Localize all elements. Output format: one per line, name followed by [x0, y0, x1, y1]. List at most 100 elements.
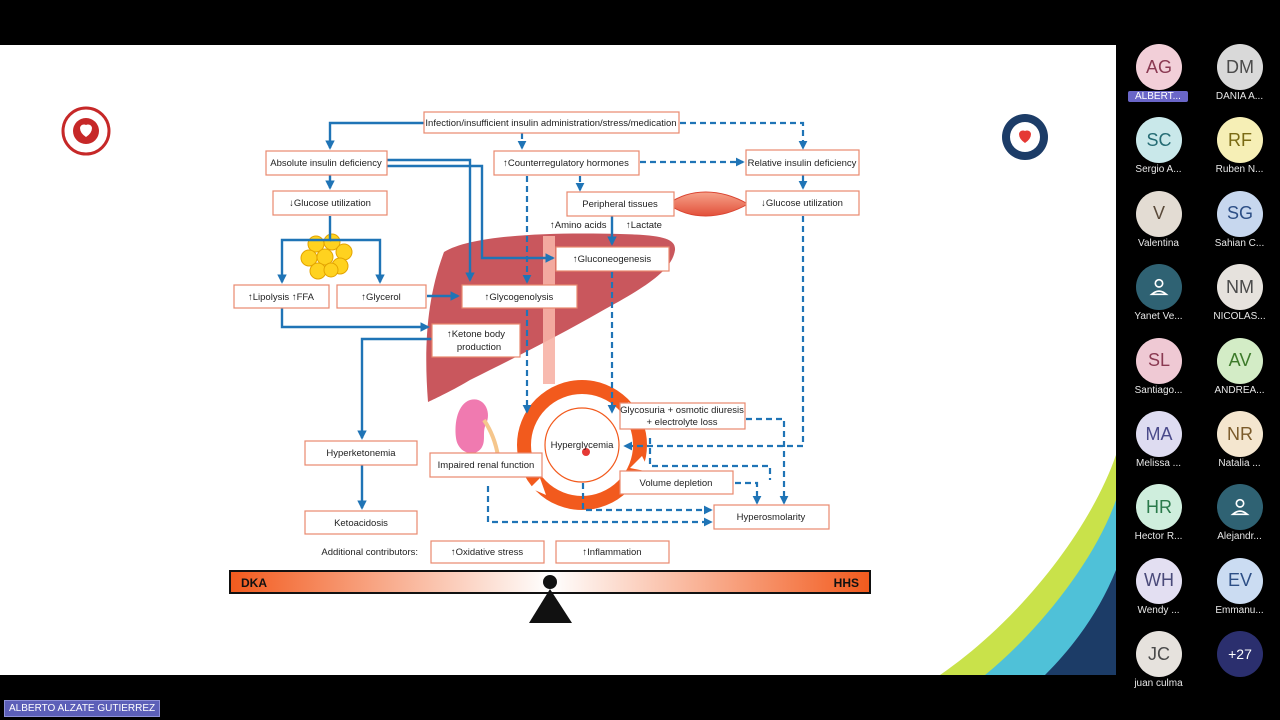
participant-avatar: HR: [1136, 484, 1182, 531]
solid-arrows: [277, 121, 617, 510]
node-oxidative-stress: ↑Oxidative stress: [430, 540, 545, 564]
participant-name: ANDREA...: [1214, 384, 1265, 396]
svg-text:Hyperketonemia: Hyperketonemia: [326, 448, 396, 459]
svg-text:↑Glycerol: ↑Glycerol: [361, 292, 401, 303]
node-ketone-body-production: ↑Ketone body production: [431, 323, 521, 358]
participant-avatar: DM: [1217, 44, 1263, 90]
participant-name: juan culma: [1134, 678, 1183, 690]
node-glycerol: ↑Glycerol: [336, 284, 427, 309]
node-glycogenolysis: ↑Glycogenolysis: [461, 284, 578, 309]
node-peripheral-tissues: Peripheral tissues: [566, 191, 675, 217]
presenter-name-tag: ALBERTO ALZATE GUTIERREZ: [4, 700, 161, 717]
svg-text:Relative insulin deficiency: Relative insulin deficiency: [748, 158, 857, 169]
participant-name: Santiago...: [1134, 384, 1183, 396]
more-participants-count: +27: [1217, 631, 1263, 678]
shared-slide: Infection/insufficient insulin administr…: [0, 45, 1116, 675]
svg-text:↑Oxidative stress: ↑Oxidative stress: [451, 547, 524, 558]
svg-text:↓Glucose utilization: ↓Glucose utilization: [289, 198, 371, 209]
node-gluconeogenesis: ↑Gluconeogenesis: [555, 246, 670, 272]
person-icon: [1136, 264, 1182, 311]
svg-text:production: production: [457, 342, 501, 353]
svg-text:↑Glycogenolysis: ↑Glycogenolysis: [485, 292, 554, 303]
svg-text:↓Glucose utilization: ↓Glucose utilization: [761, 198, 843, 209]
node-volume-depletion: Volume depletion: [619, 470, 734, 495]
node-trigger: Infection/insufficient insulin administr…: [423, 111, 680, 134]
fulcrum-icon: [529, 589, 572, 623]
participant-name: Melissa ...: [1135, 458, 1181, 469]
participant-avatar: EV: [1217, 557, 1263, 604]
participant-name: Natalia ...: [1218, 458, 1261, 469]
more-participants-button[interactable]: +27: [1199, 627, 1280, 700]
participant-avatar: MA: [1136, 411, 1182, 457]
label-hyperglycemia: Hyperglycemia: [551, 440, 615, 451]
dashed-arrows: [486, 121, 808, 527]
node-glucose-utilization-right: ↓Glucose utilization: [745, 190, 860, 216]
node-lipolysis: ↑Lipolysis ↑FFA: [233, 284, 330, 309]
label-lactate: ↑Lactate: [626, 220, 662, 231]
svg-text:Peripheral tissues: Peripheral tissues: [582, 199, 658, 210]
pathophysiology-diagram: Infection/insufficient insulin administr…: [61, 106, 1116, 675]
participant-name: NICOLAS...: [1213, 311, 1266, 323]
participant-avatar: SG: [1217, 190, 1263, 237]
participant-name: Yanet Ve...: [1134, 311, 1183, 323]
svg-text:↑Lipolysis ↑FFA: ↑Lipolysis ↑FFA: [248, 292, 315, 303]
node-hyperketonemia: Hyperketonemia: [304, 440, 418, 466]
svg-text:Impaired renal function: Impaired renal function: [438, 460, 535, 471]
node-hyperosmolarity: Hyperosmolarity: [713, 504, 830, 530]
participant-avatar: JC: [1136, 631, 1182, 678]
svg-text:↑Gluconeogenesis: ↑Gluconeogenesis: [573, 254, 651, 265]
svg-text:Glycosuria + osmotic diuresis: Glycosuria + osmotic diuresis: [620, 405, 744, 416]
adipose-illustration: [300, 233, 353, 280]
participant-name: Wendy ...: [1137, 604, 1180, 616]
kidney-illustration: [455, 399, 500, 457]
participant-avatar: SL: [1136, 337, 1182, 384]
participant-tile[interactable]: Yanet Ve...: [1118, 260, 1199, 333]
participant-name: Hector R...: [1134, 531, 1183, 543]
participant-name: Sergio A...: [1135, 164, 1182, 176]
participant-name: Valentina: [1138, 237, 1179, 249]
svg-text:Hyperosmolarity: Hyperosmolarity: [737, 512, 806, 523]
dka-hhs-spectrum: DKA HHS: [229, 570, 871, 623]
node-impaired-renal-function: Impaired renal function: [429, 452, 543, 478]
right-logo: [1002, 114, 1048, 160]
svg-text:↑Lactate: ↑Lactate: [626, 220, 662, 231]
svg-text:Additional contributors:: Additional contributors:: [321, 547, 418, 558]
node-glucose-utilization-left: ↓Glucose utilization: [272, 190, 388, 216]
participant-name: Emmanu...: [1215, 604, 1264, 616]
participant-avatar: V: [1136, 190, 1182, 237]
label-amino-acids: ↑Amino acids: [550, 220, 607, 231]
participant-name: Ruben N...: [1215, 164, 1264, 176]
svg-text:Hyperglycemia: Hyperglycemia: [551, 440, 615, 451]
svg-text:↑Ketone body: ↑Ketone body: [447, 329, 505, 340]
svg-text:+ electrolyte loss: + electrolyte loss: [646, 417, 717, 428]
svg-text:↑Counterregulatory hormones: ↑Counterregulatory hormones: [503, 158, 629, 169]
participant-avatar: NR: [1217, 411, 1263, 457]
muscle-illustration: [667, 191, 750, 217]
participant-tile[interactable]: Alejandr...: [1199, 480, 1280, 553]
label-additional-contributors: Additional contributors:: [321, 547, 418, 558]
participant-avatar: SC: [1136, 117, 1182, 164]
label-dka: DKA: [241, 576, 267, 590]
participant-avatar: NM: [1217, 264, 1263, 311]
left-logo: [61, 106, 111, 156]
participant-name: DANIA A...: [1215, 91, 1264, 102]
node-relative-insulin-deficiency: Relative insulin deficiency: [745, 149, 860, 176]
person-icon: [1217, 484, 1263, 531]
participant-avatar: RF: [1217, 117, 1263, 164]
